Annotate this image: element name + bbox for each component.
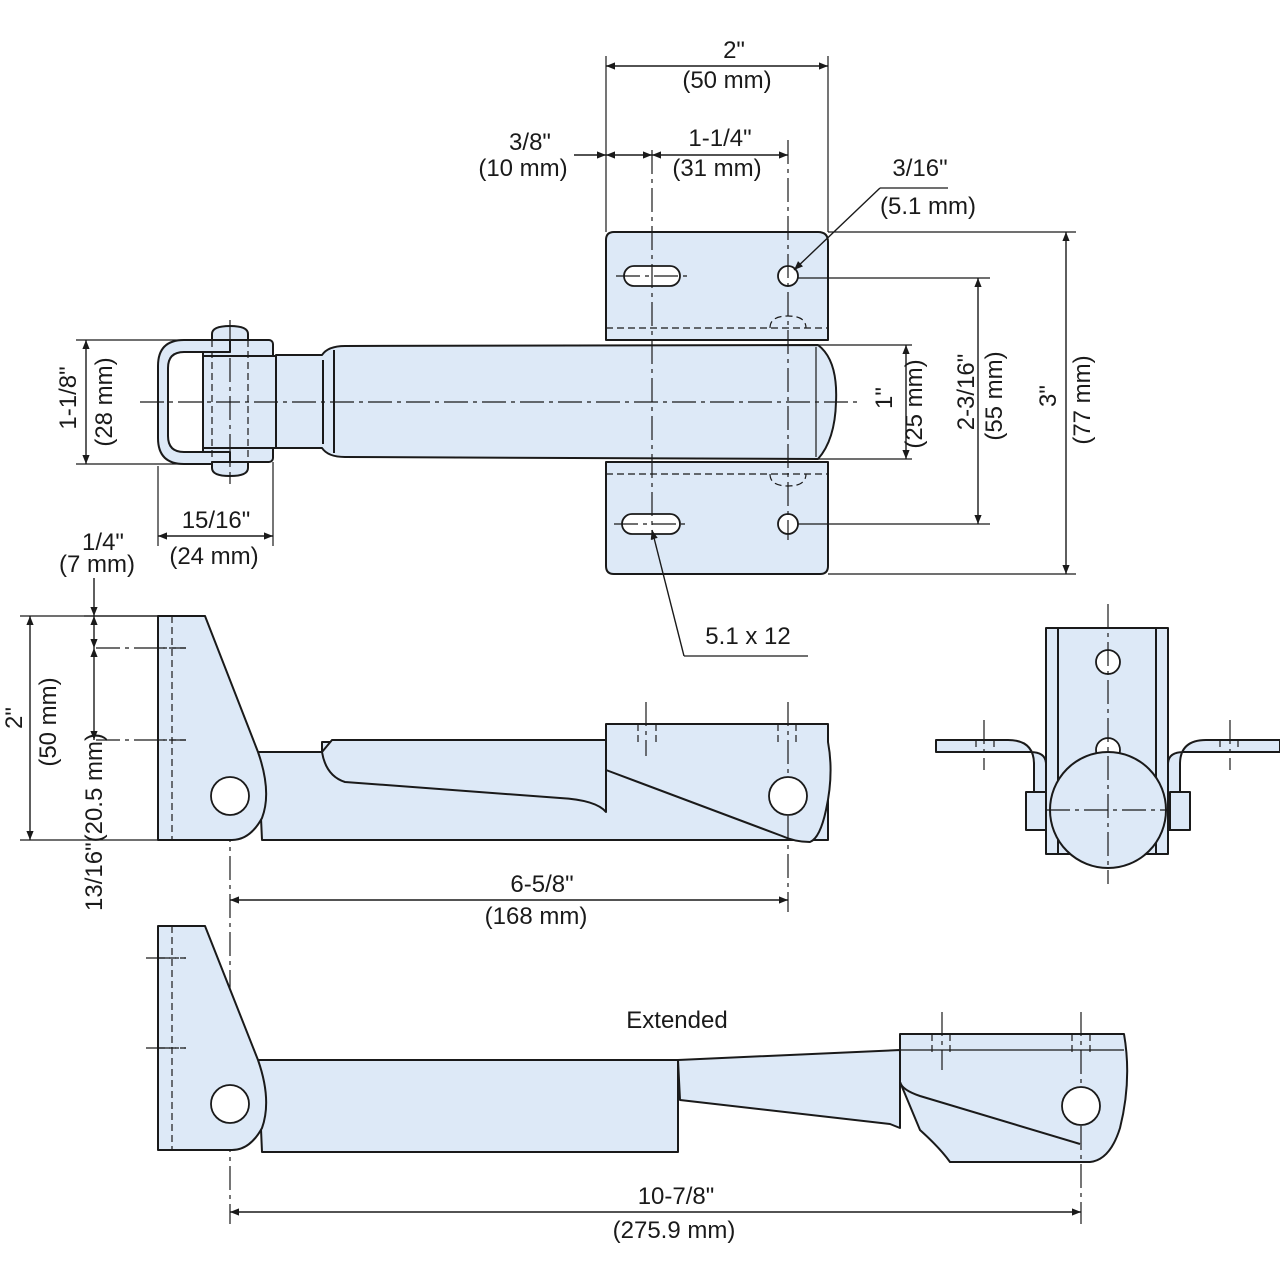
extended-base-bracket — [157, 925, 268, 1151]
closed-base-bracket — [157, 615, 268, 841]
closed-length-label: 6-5/8" — [510, 871, 573, 898]
overall-height-label: 3" — [1035, 385, 1062, 407]
hole-pitch-mm-label: (55 mm) — [981, 351, 1008, 440]
hole-dia-label: 3/16" — [892, 155, 947, 182]
clevis-height-label: 1-1/8" — [55, 366, 82, 429]
top-offset-mm-label: (7 mm) — [59, 551, 135, 578]
end-view — [935, 604, 1280, 884]
side-view-closed: 1/4" (7 mm) 13/16"(20.5 mm) 2" (50 mm) 6… — [1, 529, 832, 1000]
lower-mounting-plate — [605, 461, 829, 575]
top-width-mm-label: (50 mm) — [682, 67, 771, 94]
hole-offset-label: 13/16"(20.5 mm) — [81, 733, 108, 911]
clevis-width-mm-label: (24 mm) — [169, 543, 258, 570]
top-view: 2" (50 mm) 3/8" (10 mm) 1-1/4" (31 mm) 3… — [55, 37, 1096, 657]
extended-mount-bracket — [899, 1033, 1129, 1163]
top-width-label: 2" — [723, 37, 745, 64]
slot-size-label: 5.1 x 12 — [705, 623, 790, 650]
slot-offset-mm-label: (10 mm) — [478, 155, 567, 182]
top-offset-label: 1/4" — [82, 529, 124, 556]
extended-rod — [677, 1049, 901, 1129]
closed-rod — [321, 739, 607, 813]
hole-pitch-label: 2-3/16" — [953, 354, 980, 431]
extended-rod-pin-hole — [1061, 1086, 1101, 1126]
upper-mounting-plate — [605, 231, 829, 341]
hole-spacing-mm-label: (31 mm) — [672, 155, 761, 182]
body-height-mm-label: (25 mm) — [901, 359, 928, 448]
clevis-width-label: 15/16" — [182, 507, 251, 534]
closed-rod-pin-hole — [768, 776, 808, 816]
side-view-extended: Extended 10-7/8" (275.9 mm) — [146, 925, 1129, 1244]
body-height-label: 1" — [871, 387, 898, 409]
overall-height-mm-label: (77 mm) — [1069, 355, 1096, 444]
closed-base-pin-hole — [210, 776, 250, 816]
bracket-height-mm-label: (50 mm) — [35, 677, 62, 766]
extended-label: Extended — [626, 1007, 727, 1034]
closed-length-mm-label: (168 mm) — [485, 903, 588, 930]
bracket-height-label: 2" — [1, 707, 28, 729]
extended-length-label: 10-7/8" — [638, 1183, 715, 1210]
extended-length-mm-label: (275.9 mm) — [613, 1217, 736, 1244]
extended-body — [257, 1059, 679, 1153]
hole-dia-mm-label: (5.1 mm) — [880, 193, 976, 220]
hole-spacing-label: 1-1/4" — [688, 125, 751, 152]
closed-mount-bracket — [605, 723, 832, 843]
extended-base-pin-hole — [210, 1084, 250, 1124]
slot-offset-label: 3/8" — [509, 129, 551, 156]
clevis-height-mm-label: (28 mm) — [91, 357, 118, 446]
